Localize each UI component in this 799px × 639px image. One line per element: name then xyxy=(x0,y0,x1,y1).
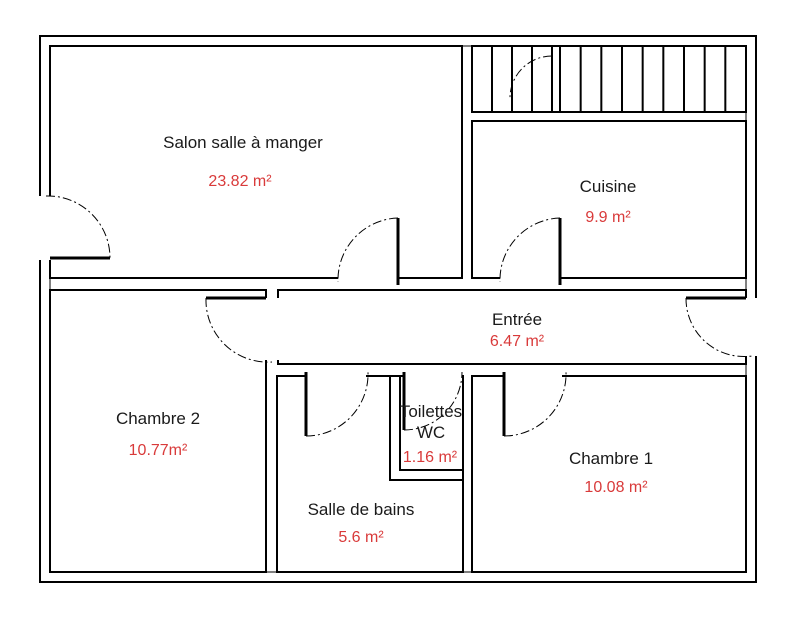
door-salon xyxy=(337,217,400,285)
entree-area: 6.47 m² xyxy=(490,333,545,350)
room-chambre-2 xyxy=(49,289,267,573)
chambre-2-label: Chambre 2 xyxy=(116,409,200,428)
room-chambre-1 xyxy=(471,375,747,573)
salle-de-bains-label: Salle de bains xyxy=(308,500,415,519)
door-chambre-1 xyxy=(502,371,567,437)
toilettes-wc-label: WC xyxy=(417,423,445,442)
stair-door-swing xyxy=(509,55,553,99)
cuisine-area: 9.9 m² xyxy=(585,209,631,226)
toilettes-area: 1.16 m² xyxy=(403,449,458,466)
salon-label: Salon salle à manger xyxy=(163,133,323,152)
door-toilettes xyxy=(402,371,463,431)
door-salle-de-bains xyxy=(304,371,369,437)
chambre-1-label: Chambre 1 xyxy=(569,449,653,468)
room-salon xyxy=(49,45,463,279)
stair-steps-right xyxy=(579,46,727,112)
door-exterior-right xyxy=(685,296,753,358)
door-exterior-left xyxy=(45,195,111,260)
stair-steps-left xyxy=(491,46,533,112)
stair-block xyxy=(471,45,747,113)
toilettes-label: Toilettes xyxy=(400,402,462,421)
door-cuisine xyxy=(499,217,562,285)
chambre-2-area: 10.77m² xyxy=(129,442,188,459)
cuisine-label: Cuisine xyxy=(580,177,637,196)
salon-area: 23.82 m² xyxy=(208,173,272,190)
door-chambre-2 xyxy=(205,296,273,363)
door-openings xyxy=(37,196,759,379)
entree-label: Entrée xyxy=(492,310,542,329)
room-cuisine xyxy=(471,120,747,279)
chambre-1-area: 10.08 m² xyxy=(584,479,648,496)
salle-de-bains-area: 5.6 m² xyxy=(338,529,384,546)
